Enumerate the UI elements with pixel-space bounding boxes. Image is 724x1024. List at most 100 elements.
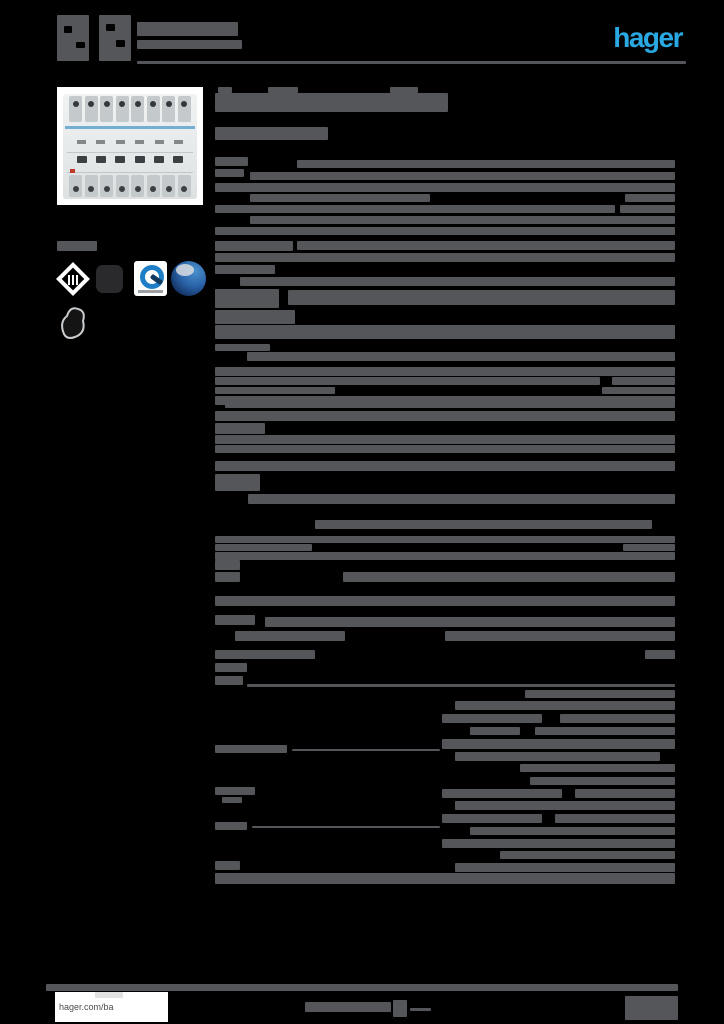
q-label-certification-icon [134, 261, 167, 296]
redacted-text-bar [612, 377, 675, 385]
redacted-text-bar [215, 344, 270, 351]
redacted-text-bar [625, 194, 675, 202]
redacted-text-bar [315, 520, 652, 529]
redacted-text-bar [410, 1008, 431, 1011]
globe-highlight [176, 264, 194, 276]
redacted-text-bar [215, 265, 275, 274]
redacted-text-bar [442, 814, 542, 823]
redacted-text-bar [215, 157, 248, 166]
diamond-stripes [57, 262, 89, 297]
redacted-text-bar [137, 40, 242, 49]
hand-symbol-icon [57, 303, 87, 341]
redacted-text-bar [525, 690, 675, 698]
redacted-text-bar [343, 572, 675, 582]
redacted-text-bar [602, 387, 675, 394]
redacted-text-bar [215, 241, 293, 251]
hager-logo-text: hager [613, 22, 683, 53]
device-bottom-terminals [66, 175, 194, 197]
redacted-text-bar [393, 1000, 407, 1017]
redacted-text-bar [215, 411, 675, 421]
din-device-image [63, 94, 197, 199]
hager-logo: hager [588, 22, 683, 54]
redacted-text-bar [215, 253, 675, 262]
redacted-text-bar [215, 663, 247, 672]
redacted-text-bar [215, 423, 265, 434]
redacted-text-bar [215, 93, 448, 112]
redacted-text-bar [215, 377, 600, 385]
footer-box-smudge [95, 992, 123, 998]
device-switch-slots [77, 156, 183, 163]
redacted-text-bar [215, 227, 675, 235]
redacted-text-bar [390, 87, 418, 93]
redacted-text-bar [215, 435, 675, 444]
redacted-text-bar [215, 615, 255, 625]
redacted-text-bar [215, 205, 615, 213]
redacted-text-bar [215, 572, 240, 582]
redacted-text-bar [218, 87, 232, 93]
product-photo [57, 87, 203, 205]
redacted-text-bar [225, 400, 675, 408]
footer-link[interactable]: hager.com/ba [59, 1002, 114, 1012]
redacted-text-bar [222, 797, 242, 803]
redacted-text-bar [500, 851, 675, 859]
redacted-text-bar [240, 277, 675, 286]
device-seam [67, 172, 193, 173]
redacted-text-bar [215, 325, 675, 339]
redacted-text-bar [250, 172, 675, 180]
redacted-text-bar [620, 205, 675, 213]
redacted-text-bar [560, 714, 675, 723]
redacted-text-bar [645, 650, 675, 659]
redacted-text-bar [116, 40, 125, 47]
device-top-terminals [66, 96, 194, 122]
q-ring [140, 265, 164, 289]
redacted-text-bar [215, 650, 315, 659]
redacted-text-bar [215, 445, 675, 453]
redacted-text-bar [455, 801, 675, 810]
redacted-text-bar [215, 169, 244, 177]
redacted-text-bar [250, 194, 430, 202]
redacted-text-bar [137, 22, 238, 36]
redacted-text-bar [252, 826, 440, 828]
redacted-text-bar [215, 183, 675, 192]
redacted-text-bar [215, 560, 240, 570]
redacted-text-bar [292, 749, 440, 751]
redacted-text-bar [470, 827, 675, 835]
q-caption [138, 290, 163, 293]
redacted-text-bar [288, 290, 675, 305]
redacted-text-bar [46, 984, 678, 991]
redacted-text-bar [623, 544, 675, 551]
redacted-text-bar [215, 596, 675, 606]
redacted-text-bar [442, 739, 675, 749]
redacted-text-bar [215, 822, 247, 830]
redacted-text-bar [137, 61, 686, 64]
redacted-text-bar [235, 631, 345, 641]
redacted-text-bar [215, 289, 279, 308]
redacted-text-bar [248, 494, 675, 504]
redacted-text-bar [247, 352, 675, 361]
redacted-text-bar [442, 839, 675, 848]
dark-certification-icon [96, 265, 123, 293]
redacted-text-bar [555, 814, 675, 823]
redacted-text-bar [215, 536, 675, 543]
redacted-text-bar [625, 996, 678, 1020]
redacted-text-bar [520, 764, 675, 772]
redacted-text-bar [445, 631, 675, 641]
redacted-text-bar [215, 127, 328, 140]
redacted-text-bar [250, 216, 675, 224]
redacted-text-bar [215, 367, 675, 376]
redacted-text-bar [215, 861, 240, 870]
redacted-text-bar [215, 387, 335, 394]
redacted-text-bar [99, 15, 131, 61]
redacted-text-bar [215, 310, 295, 324]
redacted-text-bar [297, 160, 675, 168]
redacted-text-bar [57, 241, 97, 251]
redacted-text-bar [215, 873, 675, 884]
redacted-text-bar [215, 552, 675, 560]
redacted-text-bar [215, 474, 260, 491]
device-labels-row [77, 140, 183, 144]
redacted-text-bar [535, 727, 675, 735]
device-blue-stripe [65, 126, 195, 129]
redacted-text-bar [265, 617, 675, 627]
redacted-text-bar [57, 15, 89, 61]
